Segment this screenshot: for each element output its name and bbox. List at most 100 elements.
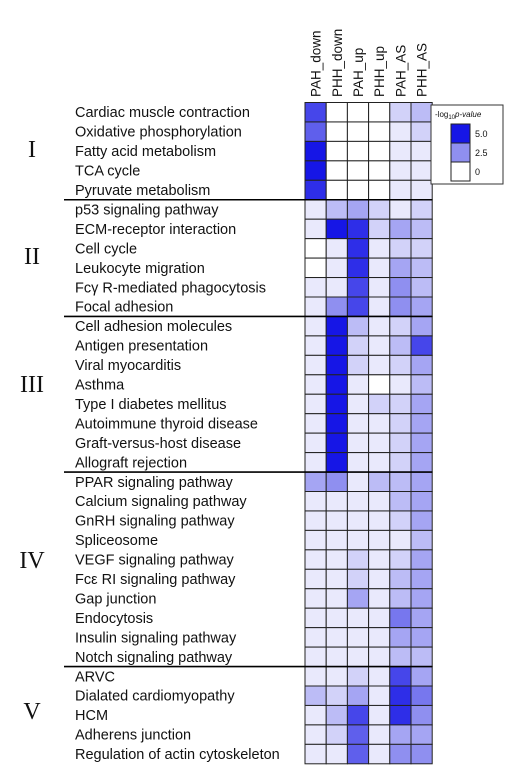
heatmap-cell	[368, 607, 391, 629]
row-label: Gap junction	[75, 591, 156, 607]
legend-swatch	[450, 142, 471, 163]
legend-tick-label: 2.5	[475, 148, 488, 158]
group-label: II	[24, 244, 40, 270]
heatmap-cell	[346, 685, 370, 706]
heatmap-cell	[410, 218, 433, 240]
heatmap-cell	[389, 666, 412, 687]
heatmap-cell	[346, 666, 370, 687]
heatmap-cell	[368, 471, 391, 492]
heatmap-cell	[410, 257, 433, 279]
heatmap-cell	[368, 374, 391, 395]
heatmap-cell	[304, 160, 327, 181]
heatmap-cell	[389, 102, 412, 123]
heatmap-cell	[368, 413, 391, 434]
heatmap-cell	[368, 549, 391, 570]
heatmap-cell	[346, 704, 370, 726]
heatmap-cell	[389, 588, 412, 609]
heatmap-cell	[368, 646, 391, 668]
heatmap-cell	[389, 296, 412, 317]
row-label: Graft-versus-host disease	[75, 436, 241, 452]
group-label: III	[20, 372, 44, 398]
column-label: PHH_down	[330, 29, 345, 97]
row-label: GnRH signaling pathway	[75, 514, 235, 530]
heatmap-cell	[346, 315, 370, 337]
row-label: PPAR signaling pathway	[75, 475, 233, 491]
heatmap-cell	[368, 685, 391, 706]
heatmap-cell	[325, 471, 348, 492]
heatmap-cell	[368, 238, 391, 259]
heatmap-cell	[346, 257, 370, 279]
heatmap-cell	[304, 354, 327, 376]
row-label: ARVC	[75, 669, 115, 685]
heatmap-cell	[389, 568, 412, 590]
heatmap-cell	[304, 724, 327, 745]
column-label: PHH_up	[372, 46, 387, 97]
heatmap-cell	[304, 549, 327, 570]
heatmap-cell	[368, 704, 391, 726]
heatmap-cell	[346, 218, 370, 240]
row-label: Leukocyte migration	[75, 261, 205, 277]
heatmap-cell	[304, 510, 327, 531]
row-label: Cell adhesion molecules	[75, 319, 232, 335]
heatmap-cell	[325, 335, 348, 356]
heatmap-cell	[368, 568, 391, 590]
row-label: Adherens junction	[75, 728, 191, 744]
heatmap-cell	[368, 257, 391, 279]
heatmap-cell	[368, 218, 391, 240]
heatmap-cell	[346, 627, 370, 648]
heatmap-cell	[410, 588, 433, 609]
group-label: V	[23, 699, 41, 725]
heatmap-cell	[410, 199, 433, 220]
heatmap-cell	[346, 491, 370, 512]
heatmap-cell	[304, 432, 327, 454]
heatmap-cell	[346, 452, 370, 473]
heatmap-cell	[325, 374, 348, 395]
heatmap-cell	[389, 160, 412, 181]
heatmap-cell	[368, 315, 391, 337]
heatmap-cell	[410, 277, 433, 298]
heatmap-cell	[410, 704, 433, 726]
heatmap-cell	[410, 607, 433, 629]
heatmap-cell	[346, 102, 370, 123]
heatmap-cell	[304, 374, 327, 395]
heatmap-cell	[304, 238, 327, 259]
heatmap-cell	[389, 277, 412, 298]
heatmap-cell	[325, 724, 348, 745]
heatmap-cell	[325, 199, 348, 220]
row-label: p53 signaling pathway	[75, 202, 219, 218]
heatmap-cell	[304, 257, 327, 279]
heatmap-cell	[368, 588, 391, 609]
heatmap-cell	[346, 588, 370, 609]
heatmap-cell	[304, 413, 327, 434]
heatmap-cell	[304, 393, 327, 415]
heatmap-cell	[304, 121, 327, 142]
heatmap-cell	[346, 529, 370, 551]
heatmap-cell	[325, 510, 348, 531]
heatmap-cell	[389, 140, 412, 162]
heatmap-cell	[346, 296, 370, 317]
heatmap-cell	[346, 432, 370, 454]
heatmap-cell	[389, 743, 412, 765]
legend-tick-label: 0	[475, 167, 480, 177]
heatmap-cell	[410, 374, 433, 395]
heatmap-cell	[389, 549, 412, 570]
heatmap-cell	[410, 627, 433, 648]
heatmap-cell	[389, 685, 412, 706]
heatmap-cell	[410, 646, 433, 668]
row-label: Endocytosis	[75, 611, 153, 627]
heatmap-cell	[410, 140, 433, 162]
heatmap-cell	[410, 529, 433, 551]
heatmap-cell	[389, 374, 412, 395]
heatmap-cell	[346, 743, 370, 765]
heatmap-cell	[325, 160, 348, 181]
heatmap-cell	[389, 413, 412, 434]
heatmap-cell	[325, 491, 348, 512]
heatmap-cell	[389, 432, 412, 454]
column-label: PHH_AS	[415, 43, 430, 97]
legend-swatch	[450, 161, 471, 182]
heatmap-cell	[304, 199, 327, 220]
row-label: Notch signaling pathway	[75, 650, 233, 666]
column-label: PAH_up	[351, 48, 366, 97]
